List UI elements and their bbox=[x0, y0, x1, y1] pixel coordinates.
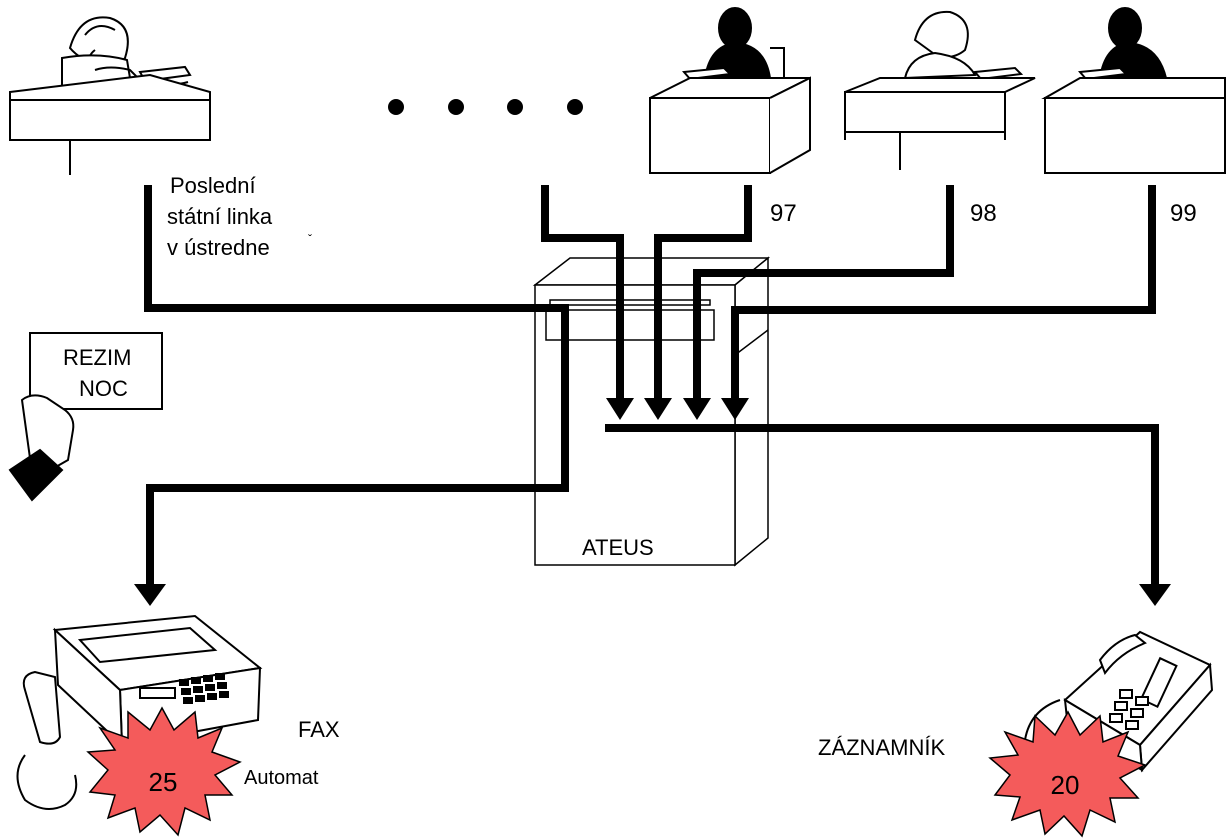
desk-telephone-icon bbox=[1023, 630, 1214, 773]
operator-desk-1 bbox=[9, 16, 211, 175]
operator-desk-97 bbox=[649, 7, 811, 174]
person-on-phone-icon bbox=[903, 10, 1024, 81]
extension-97-label: 97 bbox=[770, 200, 797, 227]
fax-badge-burst bbox=[86, 706, 242, 837]
person-on-phone-icon bbox=[681, 7, 785, 81]
arrow-to-answering-machine bbox=[1139, 584, 1171, 606]
answering-machine-label: ZÁZNAMNÍK bbox=[818, 735, 946, 760]
arrow-input-2 bbox=[644, 398, 672, 420]
operator-desk-99 bbox=[1041, 7, 1226, 174]
last-line-label-2: státní linka bbox=[167, 204, 273, 229]
wire-to-answering-machine bbox=[605, 424, 1159, 588]
last-line-label-1: Poslední bbox=[170, 173, 256, 198]
extension-99-label: 99 bbox=[1170, 200, 1197, 227]
fax-automat-label: Automat bbox=[244, 767, 319, 789]
hacek-mark: ˇ bbox=[308, 232, 312, 246]
wire-to-input-1 bbox=[541, 185, 624, 400]
answering-machine-badge-burst bbox=[988, 710, 1147, 838]
sign-text-line-2: NOC bbox=[79, 376, 128, 401]
answering-machine-badge-number: 20 bbox=[1050, 770, 1080, 800]
hand-holding-sign-icon bbox=[8, 332, 163, 502]
ateus-label: ATEUS bbox=[582, 535, 654, 560]
person-on-phone-icon bbox=[1077, 7, 1168, 81]
operator-desk-98 bbox=[844, 10, 1036, 170]
arrow-input-1 bbox=[606, 398, 634, 420]
wire-to-input-2 bbox=[654, 185, 752, 400]
last-line-label-3: v ústredne bbox=[167, 235, 270, 260]
wire-to-input-4 bbox=[731, 185, 1156, 400]
extension-98-label: 98 bbox=[970, 200, 997, 227]
fax-badge-number: 25 bbox=[148, 767, 178, 797]
sign-text-line-1: REZIM bbox=[63, 345, 132, 370]
wiring bbox=[144, 185, 1159, 588]
arrow-to-fax bbox=[134, 584, 166, 606]
arrow-input-3 bbox=[683, 398, 711, 420]
last-line-wire bbox=[144, 185, 569, 588]
arrow-input-4 bbox=[721, 398, 749, 420]
arrowheads bbox=[134, 398, 1171, 606]
fax-label: FAX bbox=[298, 717, 340, 742]
ellipsis-dots bbox=[388, 99, 583, 115]
wire-to-input-3 bbox=[693, 185, 954, 400]
